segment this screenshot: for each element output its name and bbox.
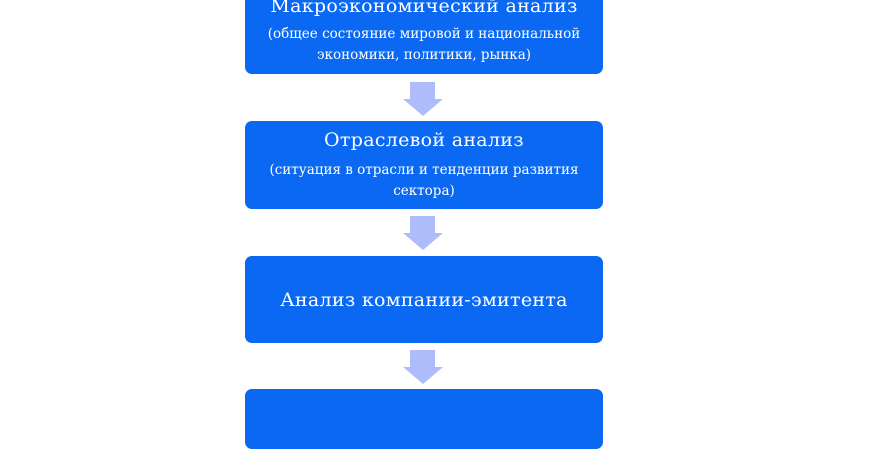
step-subtitle: (общее состояние мировой и национальной …	[267, 26, 581, 63]
down-arrow-icon	[403, 350, 443, 384]
step-industry-analysis: Отраслевой анализ (ситуация в отрасли и …	[245, 121, 603, 209]
step-title: Анализ компании-эмитента	[280, 288, 568, 311]
step-next	[245, 389, 603, 449]
step-subtitle: (ситуация в отрасли и тенденции развития…	[269, 162, 579, 199]
step-title: Макроэкономический анализ	[270, 0, 578, 17]
down-arrow-icon	[403, 216, 443, 250]
step-macroeconomic-analysis: Макроэкономический анализ (общее состоян…	[245, 0, 603, 74]
step-title: Отраслевой анализ	[324, 129, 524, 151]
down-arrow-icon	[403, 82, 443, 116]
step-issuer-analysis: Анализ компании-эмитента	[245, 256, 603, 343]
